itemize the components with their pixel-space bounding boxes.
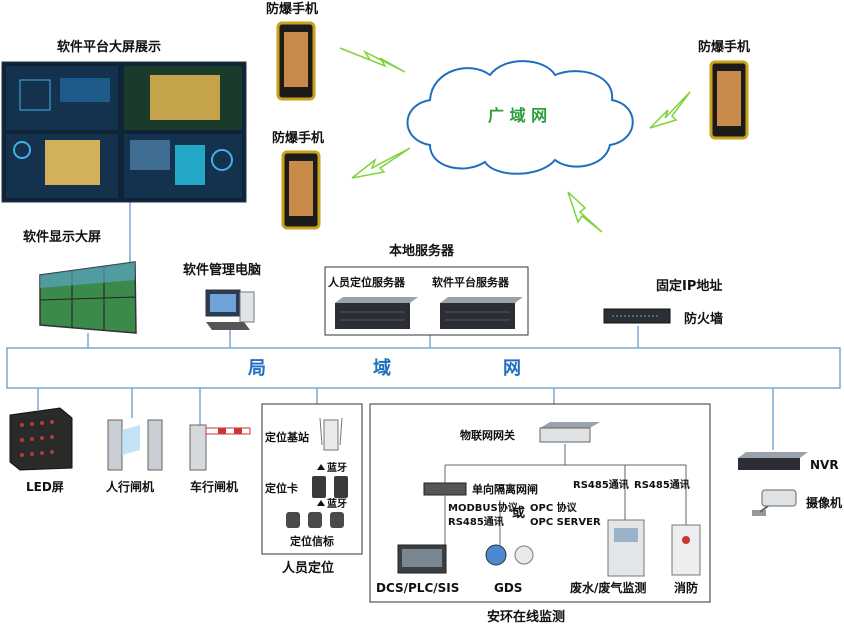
opc-label: OPC 协议: [530, 503, 577, 514]
server-platform: [440, 297, 523, 329]
phone-label-1: 防爆手机: [266, 2, 319, 17]
lan-connectors: [37, 326, 774, 450]
phone-label-3: 防爆手机: [698, 40, 751, 55]
phone-2: [281, 150, 321, 230]
lan-bar: [6, 347, 841, 389]
servers-box: [324, 266, 529, 336]
lan-label-2: 域: [373, 358, 391, 379]
positioning-card-icons: [312, 476, 348, 498]
rs485-a-label: RS485通讯: [573, 480, 629, 491]
card-label: 定位卡: [265, 482, 298, 495]
bluetooth-label-2: 蓝牙: [327, 499, 347, 510]
modbus-label: MODBUS协议: [448, 503, 518, 514]
bluetooth-label-1: 蓝牙: [327, 463, 347, 474]
pc-label: 软件管理电脑: [183, 263, 262, 278]
led-screen: [9, 407, 73, 471]
dcs-label: DCS/PLC/SIS: [376, 581, 460, 595]
server-personnel: [335, 297, 418, 329]
pc-icon: [205, 289, 255, 330]
led-label: LED屏: [26, 480, 64, 494]
car-gate-label: 车行闸机: [190, 480, 239, 494]
base-station-icon: [319, 417, 343, 451]
phone-3: [709, 60, 749, 140]
vehicle-gate: [189, 424, 251, 471]
fire-panel-icon: [671, 524, 701, 576]
gds-icon: [485, 544, 534, 566]
isolation-label: 单向隔离网闸: [472, 483, 538, 496]
firewall-device: [603, 308, 671, 324]
server-personnel-label: 人员定位服务器: [328, 276, 405, 289]
iot-gateway-label: 物联网网关: [460, 429, 515, 442]
monitoring-lines: [444, 444, 687, 545]
rs485-b-label: RS485通讯: [634, 480, 690, 491]
server-platform-label: 软件平台服务器: [432, 276, 509, 289]
firewall-label: 防火墙: [684, 312, 724, 327]
wan-cloud: [406, 60, 634, 175]
phone-label-2: 防爆手机: [272, 131, 325, 146]
ped-gate-label: 人行闸机: [106, 480, 155, 494]
rs485-c-label: RS485通讯: [448, 517, 504, 528]
software-screen: [1, 61, 247, 203]
phone-1: [276, 21, 316, 101]
waste-label: 废水/废气监测: [570, 581, 647, 595]
or-label: 或: [512, 506, 526, 521]
bluetooth-arrows: [317, 464, 325, 506]
monitoring-box: [369, 403, 711, 603]
nvr-device: [738, 452, 808, 470]
display-wall: [39, 261, 137, 334]
lan-label-3: 网: [503, 358, 521, 379]
dcs-icon: [397, 544, 447, 574]
waste-monitor-icon: [607, 519, 645, 577]
base-station-label: 定位基站: [265, 431, 309, 444]
camera-device: [752, 489, 797, 516]
monitoring-title: 安环在线监测: [487, 610, 566, 625]
display-label: 软件显示大屏: [23, 230, 102, 245]
cloud-label: 广 域 网: [488, 106, 548, 125]
positioning-title: 人员定位: [282, 561, 335, 576]
screen-title: 软件平台大屏展示: [57, 40, 162, 55]
servers-group-label: 本地服务器: [389, 244, 455, 259]
firewall-ip-label: 固定IP地址: [656, 279, 723, 294]
opc-server-label: OPC SERVER: [530, 517, 601, 528]
isolation-icon: [423, 482, 467, 496]
camera-label: 摄像机: [806, 496, 843, 510]
lan-label-1: 局: [248, 358, 266, 379]
nvr-label: NVR: [810, 458, 839, 472]
beacon-icons: [286, 512, 344, 528]
beacon-label: 定位信标: [290, 535, 334, 548]
wireless-bolts: [339, 47, 691, 233]
iot-gateway-icon: [539, 422, 600, 443]
pedestrian-gate: [107, 419, 163, 471]
positioning-box: [261, 403, 363, 555]
fire-label: 消防: [674, 581, 699, 595]
gds-label: GDS: [494, 581, 523, 595]
